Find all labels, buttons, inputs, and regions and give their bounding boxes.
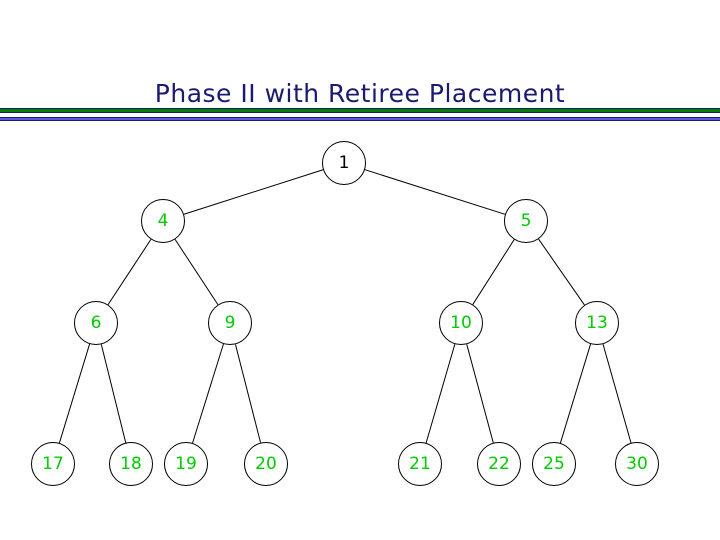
title-divider-blue-bar xyxy=(0,117,720,121)
tree-node-label: 13 xyxy=(586,312,608,333)
tree-edge-9-20 xyxy=(234,344,262,443)
tree-node-label: 6 xyxy=(90,312,102,333)
tree-edge-13-25 xyxy=(559,343,592,444)
tree-node-25[interactable]: 25 xyxy=(532,442,576,486)
tree-node-30[interactable]: 30 xyxy=(615,442,659,486)
tree-edge-5-10 xyxy=(472,239,515,305)
tree-node-21[interactable]: 21 xyxy=(398,442,442,486)
tree-edge-6-17 xyxy=(58,343,91,444)
tree-edge-4-6 xyxy=(107,239,152,305)
tree-edge-1-5 xyxy=(364,169,506,215)
tree-node-label: 10 xyxy=(450,312,472,333)
tree-node-13[interactable]: 13 xyxy=(575,301,619,345)
tree-node-4[interactable]: 4 xyxy=(141,199,185,243)
tree-node-10[interactable]: 10 xyxy=(439,301,483,345)
tree-node-label: 17 xyxy=(42,453,64,474)
tree-node-label: 5 xyxy=(520,210,532,231)
tree-node-label: 9 xyxy=(224,312,236,333)
tree-node-label: 22 xyxy=(488,453,510,474)
tree-node-label: 4 xyxy=(157,210,169,231)
tree-node-18[interactable]: 18 xyxy=(109,442,153,486)
tree-node-label: 21 xyxy=(409,453,431,474)
tree-node-label: 19 xyxy=(175,453,197,474)
tree-node-20[interactable]: 20 xyxy=(244,442,288,486)
tree-edge-13-30 xyxy=(602,344,632,443)
tree-node-22[interactable]: 22 xyxy=(477,442,521,486)
tree-edge-9-19 xyxy=(192,343,224,444)
tree-node-1[interactable]: 1 xyxy=(322,141,366,185)
page-title: Phase II with Retiree Placement xyxy=(154,78,566,108)
tree-node-6[interactable]: 6 xyxy=(74,301,118,345)
tree-edge-5-13 xyxy=(538,238,585,306)
tree-edge-10-21 xyxy=(425,343,456,444)
tree-edge-10-22 xyxy=(466,344,494,443)
tree-node-label: 30 xyxy=(626,453,648,474)
title-divider-green-bar xyxy=(0,108,720,113)
tree-node-label: 1 xyxy=(338,152,350,173)
tree-edge-6-18 xyxy=(100,344,127,443)
tree-node-label: 20 xyxy=(255,453,277,474)
tree-node-9[interactable]: 9 xyxy=(208,301,252,345)
tree-node-5[interactable]: 5 xyxy=(504,199,548,243)
tree-node-19[interactable]: 19 xyxy=(164,442,208,486)
tree-node-label: 25 xyxy=(543,453,565,474)
tree-node-17[interactable]: 17 xyxy=(31,442,75,486)
tree-edge-1-4 xyxy=(183,169,324,215)
tree-node-label: 18 xyxy=(120,453,142,474)
tree-edge-4-9 xyxy=(174,239,219,305)
